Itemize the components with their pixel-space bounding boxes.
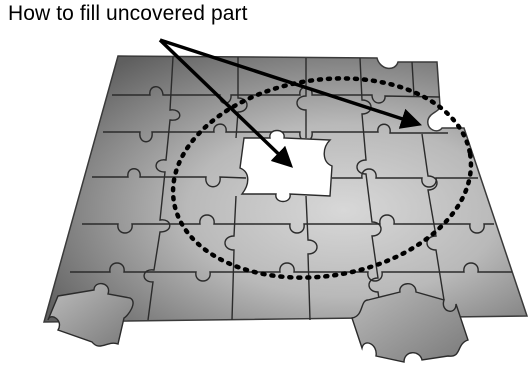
arrow-to-hole bbox=[158, 38, 294, 168]
missing-piece-hole bbox=[239, 129, 333, 203]
caption: How to fill uncovered part bbox=[8, 2, 248, 25]
highlight-ellipse bbox=[170, 76, 474, 280]
loose-piece-right bbox=[351, 283, 469, 363]
loose-piece-left bbox=[47, 283, 134, 347]
puzzle-seams bbox=[70, 86, 512, 282]
puzzle-seams-vertical bbox=[143, 56, 445, 321]
arrow-to-edge-gap bbox=[159, 38, 422, 129]
